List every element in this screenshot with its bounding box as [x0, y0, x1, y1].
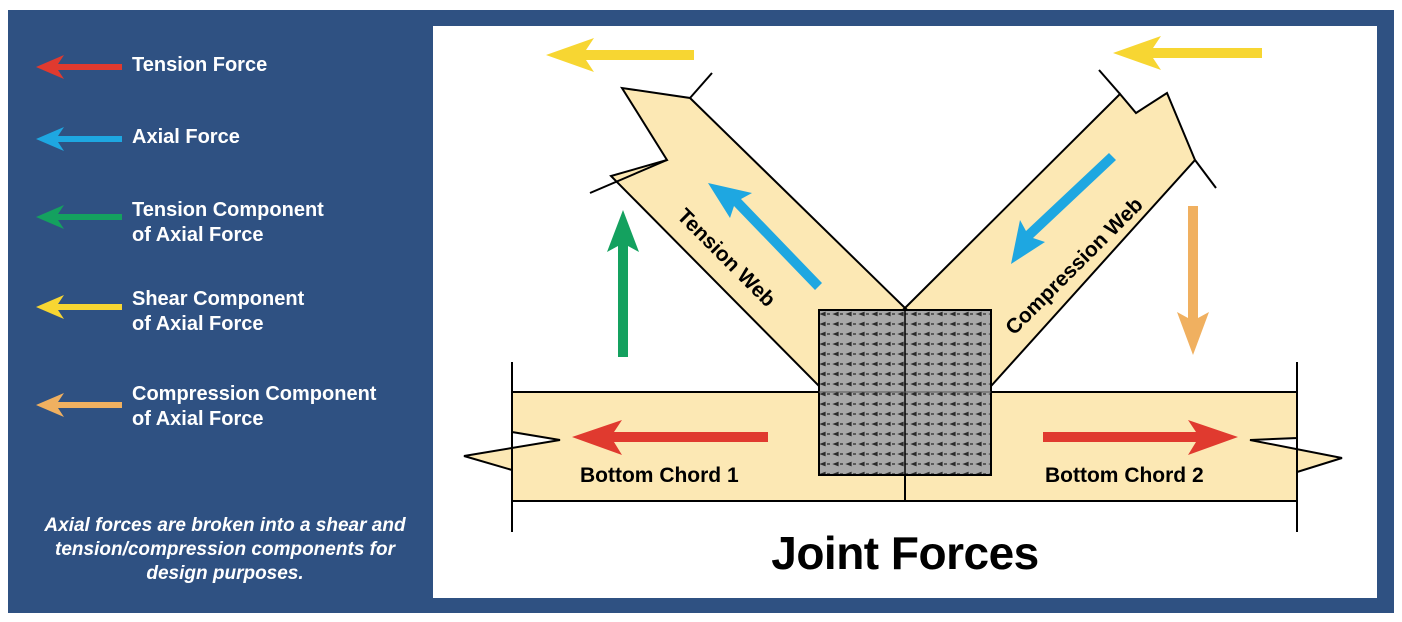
tension-arrow-chord-1-icon — [572, 420, 768, 455]
tension-component-arrow-icon — [607, 210, 639, 357]
legend-label-tension-component: Tension Component of Axial Force — [132, 199, 324, 246]
tension-arrow-chord-2-icon — [1043, 420, 1238, 455]
legend-note: Axial forces are broken into a shear and… — [44, 515, 406, 584]
legend-label-shear-component: Shear Component of Axial Force — [132, 288, 305, 335]
legend-arrow-compression-component-icon — [36, 393, 122, 417]
compression-component-arrow-icon — [1177, 206, 1209, 355]
shear-arrow-right-icon — [1113, 36, 1262, 70]
bottom-chord-1-label: Bottom Chord 1 — [580, 464, 739, 487]
joint-diagram: Tension Web Compression Web Bottom Chord… — [433, 26, 1377, 598]
shear-arrow-left-icon — [546, 38, 694, 72]
bottom-chord-2-label: Bottom Chord 2 — [1045, 464, 1204, 487]
legend-arrow-axial-icon — [36, 127, 122, 151]
joint-diagram-svg: Tension Web Compression Web Bottom Chord… — [463, 36, 1343, 532]
diagram-title: Joint Forces — [771, 527, 1039, 579]
legend-arrow-tension-icon — [36, 55, 122, 79]
axial-arrow-tension-web-icon — [708, 183, 822, 290]
legend-label-compression-component: Compression Component of Axial Force — [132, 383, 377, 430]
legend-label-tension-force: Tension Force — [132, 54, 268, 76]
legend-label-axial-force: Axial Force — [132, 126, 240, 148]
legend-arrow-shear-component-icon — [36, 295, 122, 319]
legend-arrow-tension-component-icon — [36, 205, 122, 229]
axial-arrow-compression-web-icon — [1011, 153, 1116, 264]
